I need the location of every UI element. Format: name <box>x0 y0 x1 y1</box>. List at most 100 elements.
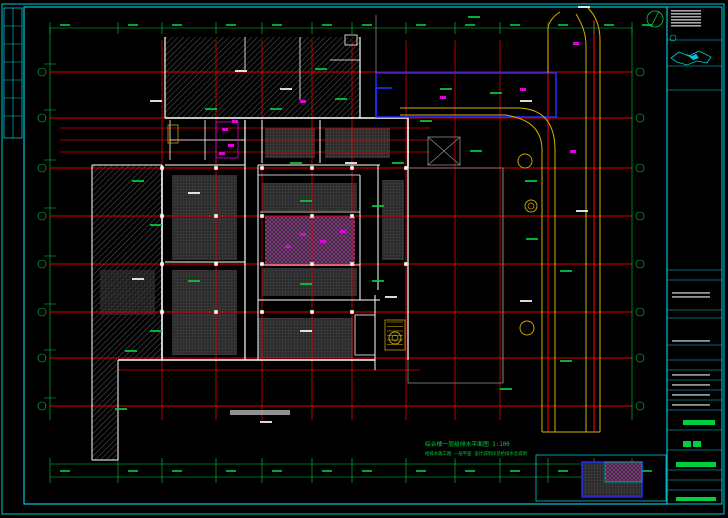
title-block-text <box>671 16 701 18</box>
axis-bubble <box>635 353 645 363</box>
column <box>214 262 218 266</box>
pipe-label <box>300 200 312 202</box>
fixture-tag <box>232 120 238 123</box>
pipe-label <box>132 180 144 182</box>
room <box>344 34 358 46</box>
fixture-tag <box>285 245 291 248</box>
column <box>160 214 164 218</box>
key-plan-icon <box>669 34 712 66</box>
title-block-text <box>671 19 701 21</box>
dimension-text <box>416 470 426 472</box>
column <box>260 214 264 218</box>
axis-bubble <box>37 113 47 123</box>
axis-bubble <box>635 163 645 173</box>
axis-bubble <box>635 401 645 411</box>
dimension-text <box>272 470 282 472</box>
title-block-text <box>672 384 710 386</box>
dimension-text <box>226 470 236 472</box>
section-label-bar <box>230 410 290 415</box>
title-block-text <box>671 10 701 12</box>
column <box>214 214 218 218</box>
dimension-text <box>60 470 70 472</box>
site-lines <box>375 15 504 384</box>
dimension-text <box>604 24 614 26</box>
pipe-label <box>372 280 384 282</box>
column <box>350 262 354 266</box>
pipe-label <box>260 421 272 423</box>
dimension-text <box>226 24 236 26</box>
axis-bubble <box>37 353 47 363</box>
title-block-green-field <box>676 462 716 467</box>
pipe-labels <box>115 6 590 423</box>
dimension-text <box>128 470 138 472</box>
pipe-label <box>188 192 200 194</box>
fixture-zone <box>215 121 239 159</box>
pipe-label <box>235 70 247 72</box>
fixture-tags <box>215 42 579 248</box>
pipe-label <box>188 280 200 282</box>
pipe-label <box>526 238 538 240</box>
column <box>214 310 218 314</box>
blue-boundary <box>375 72 557 118</box>
dimension-text <box>322 24 332 26</box>
axis-bubble <box>635 211 645 221</box>
column <box>260 262 264 266</box>
dimension-text <box>416 24 426 26</box>
dimension-text <box>362 470 372 472</box>
column <box>310 262 314 266</box>
title-block-text <box>671 25 701 27</box>
pipe-label <box>150 330 162 332</box>
axis-bubble <box>37 307 47 317</box>
column <box>310 214 314 218</box>
title-block-green-field <box>693 441 701 447</box>
title-block-text <box>672 374 710 376</box>
dimension-text <box>558 470 568 472</box>
dimension-text <box>60 24 70 26</box>
axis-bubble <box>37 401 47 411</box>
fixture-tag <box>570 150 576 153</box>
dimension-text <box>362 24 372 26</box>
dimension-text <box>172 24 182 26</box>
axis-bubble <box>635 307 645 317</box>
pipe-label <box>576 210 588 212</box>
drawing-title: 综合楼一层给排水平面图 1:100 <box>425 440 510 448</box>
column <box>214 166 218 170</box>
pipe-label <box>315 68 327 70</box>
title-block-text <box>672 394 710 396</box>
stair-room <box>354 314 376 356</box>
pipe-label <box>150 224 162 226</box>
fixture-tag <box>300 100 306 103</box>
building-hatch <box>92 37 360 460</box>
pipe-label <box>520 300 532 302</box>
column <box>404 262 408 266</box>
column <box>404 166 408 170</box>
axis-bubble <box>37 67 47 77</box>
fixture-tag <box>300 233 306 236</box>
dimension-text <box>322 470 332 472</box>
fixture-tag <box>219 152 225 155</box>
title-block-text <box>672 404 710 406</box>
pipe-label <box>578 6 590 8</box>
column <box>160 166 164 170</box>
pipe-label <box>300 283 312 285</box>
column <box>350 310 354 314</box>
title-block-text <box>671 13 701 15</box>
column <box>310 166 314 170</box>
fixture-tag <box>222 128 228 131</box>
dimension-text <box>642 24 652 26</box>
road-outline <box>400 7 601 433</box>
column <box>350 166 354 170</box>
title-block-green-field <box>683 420 715 425</box>
pipe-label <box>490 92 502 94</box>
fixture-tag <box>440 96 446 99</box>
dimension-text <box>128 24 138 26</box>
axis-bubble <box>635 113 645 123</box>
title-block-text <box>672 340 710 342</box>
title-block <box>646 6 723 505</box>
pipe-label <box>560 270 572 272</box>
axis-bubble <box>37 163 47 173</box>
pipe-label <box>525 180 537 182</box>
stair-room <box>167 124 179 144</box>
